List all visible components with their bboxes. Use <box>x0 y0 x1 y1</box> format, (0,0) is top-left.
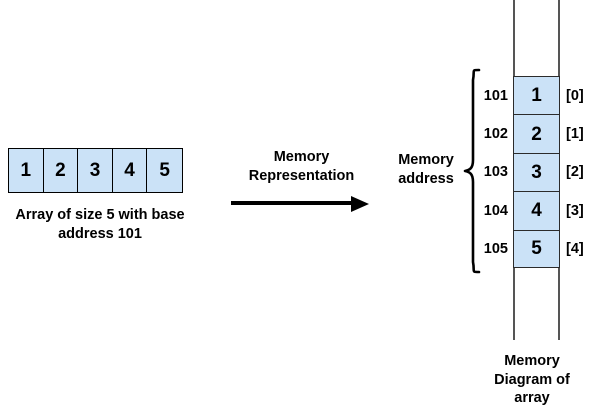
memory-cell-value: 1 <box>531 85 542 107</box>
array-cell: 3 <box>78 149 113 192</box>
memory-cell-value: 2 <box>531 123 542 145</box>
memory-address-value: 101 <box>483 87 508 104</box>
curly-brace-icon <box>463 68 481 274</box>
memory-index-label: [4] <box>566 240 584 257</box>
memory-cell: 103 3 [2] <box>484 152 584 192</box>
memory-diagram-caption: Memory Diagram of array <box>476 352 588 408</box>
memory-cell-value: 3 <box>531 161 542 183</box>
memory-caption-line-1: Memory <box>504 353 560 369</box>
array-caption: Array of size 5 with base address 101 <box>0 206 200 243</box>
transform-label-line-2: Representation <box>248 167 355 184</box>
transform-label-line-1: Memory <box>273 149 330 165</box>
memory-address-value: 105 <box>483 240 508 257</box>
memory-cell: 101 1 [0] <box>484 76 584 115</box>
memory-cell: 105 5 [4] <box>484 229 584 268</box>
memory-cell-value: 4 <box>531 200 542 222</box>
array-cell: 2 <box>43 149 79 192</box>
memory-address-label-line-1: Memory <box>398 152 454 168</box>
memory-cell: 102 2 [1] <box>484 114 584 153</box>
memory-caption-line-3: array <box>514 390 550 407</box>
memory-index-label: [3] <box>566 202 584 219</box>
transform-label: Memory Representation <box>230 148 373 185</box>
array-caption-line-1: Array of size 5 with base <box>15 207 185 223</box>
memory-address-label-line-2: address <box>398 170 454 187</box>
memory-address-value: 102 <box>483 125 508 142</box>
memory-cell-value: 5 <box>531 238 542 260</box>
linear-array: 1 2 3 4 5 <box>8 148 183 193</box>
memory-address-label: Memory address <box>386 151 466 188</box>
memory-index-label: [2] <box>566 164 584 181</box>
arrow-shaft <box>231 201 354 205</box>
memory-cell-stack: 101 1 [0] 102 2 [1] 103 3 [2] 104 4 [3] … <box>484 76 584 268</box>
memory-address-value: 104 <box>483 202 508 219</box>
right-arrow-icon <box>231 196 371 212</box>
array-cell: 4 <box>112 149 148 192</box>
arrow-head <box>351 196 369 212</box>
memory-address-value: 103 <box>483 164 508 181</box>
array-caption-line-2: address 101 <box>58 225 142 242</box>
array-cell: 1 <box>9 149 44 192</box>
memory-cell: 104 4 [3] <box>484 191 584 230</box>
memory-index-label: [0] <box>566 87 584 104</box>
memory-index-label: [1] <box>566 125 584 142</box>
memory-caption-line-2: Diagram of <box>494 371 570 388</box>
array-cell: 5 <box>147 149 182 192</box>
